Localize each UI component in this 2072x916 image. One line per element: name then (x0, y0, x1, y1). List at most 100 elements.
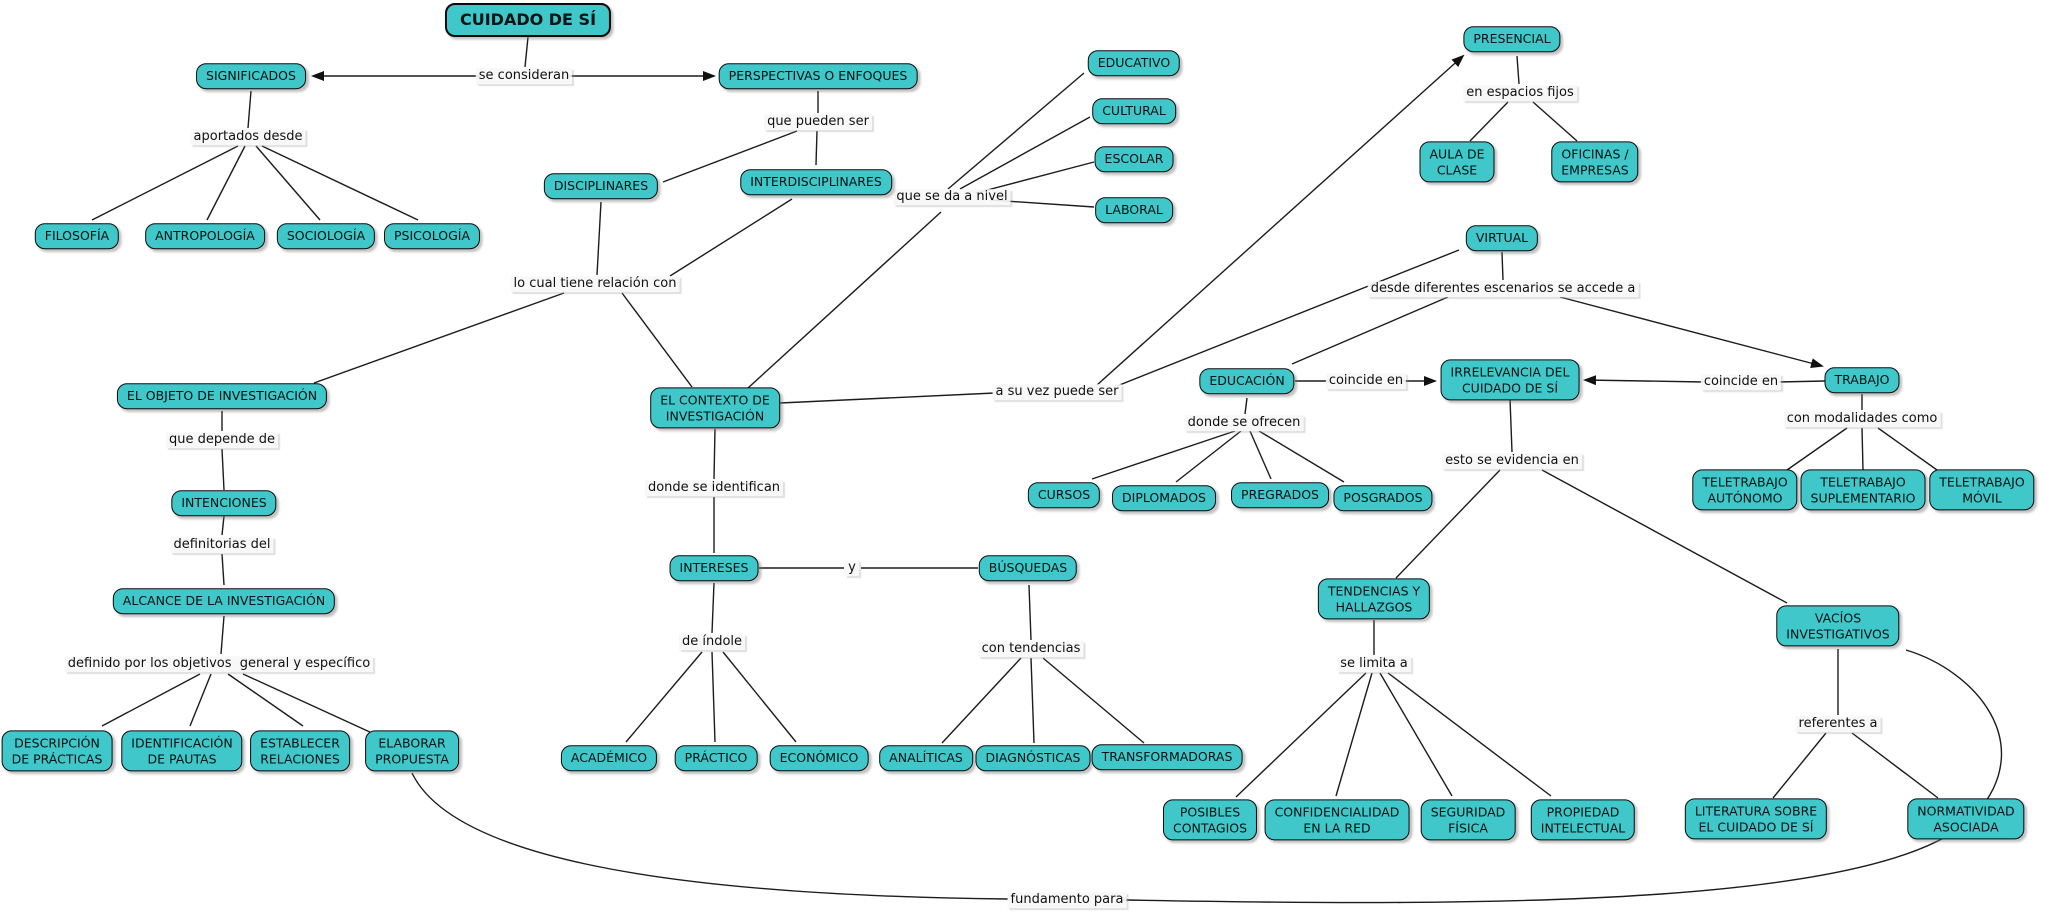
concept-node-educativo[interactable]: EDUCATIVO (1087, 50, 1181, 76)
concept-node-establecer-relaciones[interactable]: ESTABLECER RELACIONES (250, 730, 350, 772)
concept-node-cultural[interactable]: CULTURAL (1092, 98, 1176, 124)
concept-node-teletrabajo-movil[interactable]: TELETRABAJO MÓVIL (1929, 469, 2035, 511)
connector-line (1249, 430, 1272, 480)
concept-node-escolar[interactable]: ESCOLAR (1094, 146, 1174, 172)
connector-line (711, 651, 716, 743)
concept-node-elaborar-propuesta[interactable]: ELABORAR PROPUESTA (365, 730, 459, 772)
concept-node-sociologia[interactable]: SOCIOLOGÍA (276, 223, 376, 249)
connector-line (1175, 430, 1242, 483)
concept-node-trabajo[interactable]: TRABAJO (1824, 367, 1900, 393)
concept-node-economico[interactable]: ECONÓMICO (769, 745, 869, 771)
concept-node-academico[interactable]: ACADÉMICO (560, 745, 658, 771)
connector-line (313, 292, 565, 384)
concept-node-diplomados[interactable]: DIPLOMADOS (1112, 485, 1216, 511)
linking-phrase-con-tendencias[interactable]: con tendencias (978, 641, 1084, 657)
concept-node-perspectivas-o-enfoques[interactable]: PERSPECTIVAS O ENFOQUES (718, 63, 918, 89)
connector-line (1501, 251, 1504, 281)
connector-line (189, 673, 212, 727)
linking-phrase-referentes-a[interactable]: referentes a (1795, 716, 1881, 732)
connector-line (1379, 672, 1453, 797)
concept-node-alcance-de-la-investigacion[interactable]: ALCANCE DE LA INVESTIGACIÓN (112, 588, 336, 614)
concept-node-irrelevancia-del-cuidado-de-si[interactable]: IRRELEVANCIA DEL CUIDADO DE SÍ (1440, 359, 1580, 401)
concept-node-aula-de-clase[interactable]: AULA DE CLASE (1419, 141, 1495, 183)
linking-phrase-desde-diferentes-escenarios[interactable]: desde diferentes escenarios se accede a (1367, 281, 1639, 297)
linking-phrase-con-modalidades-como[interactable]: con modalidades como (1783, 411, 1941, 427)
linking-phrase-de-indole[interactable]: de índole (678, 634, 746, 650)
connector-line (1851, 732, 1939, 799)
concept-node-busquedas[interactable]: BÚSQUEDAS (978, 555, 1078, 581)
linking-phrase-que-pueden-ser[interactable]: que pueden ser (764, 114, 872, 130)
concept-node-teletrabajo-suplementario[interactable]: TELETRABAJO SUPLEMENTARIO (1800, 469, 1926, 511)
concept-node-posgrados[interactable]: POSGRADOS (1333, 485, 1433, 511)
concept-node-analiticas[interactable]: ANALÍTICAS (879, 745, 973, 771)
concept-node-diagnosticas[interactable]: DIAGNÓSTICAS (975, 745, 1091, 771)
concept-node-intenciones[interactable]: INTENCIONES (171, 490, 277, 516)
linking-phrase-en-espacios-fijos[interactable]: en espacios fijos (1463, 85, 1577, 101)
concept-node-laboral[interactable]: LABORAL (1095, 197, 1173, 223)
concept-node-identificacion-de-pautas[interactable]: IDENTIFICACIÓN DE PAUTAS (121, 730, 243, 772)
connector-line (747, 211, 942, 389)
linking-phrase-esto-se-evidencia-en[interactable]: esto se evidencia en (1442, 453, 1582, 469)
connector-curve (411, 772, 1009, 900)
concept-node-cuidado-de-si[interactable]: CUIDADO DE SÍ (444, 3, 612, 37)
connector-line (621, 292, 693, 388)
concept-node-pregrados[interactable]: PREGRADOS (1231, 482, 1329, 508)
concept-node-disciplinares[interactable]: DISCIPLINARES (543, 173, 659, 199)
connector-line (1777, 380, 1826, 383)
linking-phrase-donde-se-ofrecen[interactable]: donde se ofrecen (1184, 415, 1304, 431)
linking-phrase-donde-se-identifican[interactable]: donde se identifican (644, 480, 784, 496)
linking-phrase-se-consideran[interactable]: se consideran (475, 68, 573, 84)
linking-phrase-aportados-desde[interactable]: aportados desde (190, 129, 306, 145)
linking-phrase-lo-cual-tiene-relacion-con[interactable]: lo cual tiene relación con (510, 276, 680, 292)
concept-node-seguridad-fisica[interactable]: SEGURIDAD FÍSICA (1420, 799, 1516, 841)
connector-line (722, 651, 797, 743)
connector-line (1030, 657, 1035, 744)
connector-line (1028, 584, 1032, 641)
concept-node-antropologia[interactable]: ANTROPOLOGÍA (145, 223, 265, 249)
concept-node-educacion[interactable]: EDUCACIÓN (1199, 368, 1295, 394)
concept-node-propiedad-intelectual[interactable]: PROPIEDAD INTELECTUAL (1530, 799, 1636, 841)
connector-line (1786, 427, 1848, 471)
linking-phrase-y[interactable]: y (845, 560, 859, 576)
connector-line (625, 651, 703, 743)
linking-phrase-fundamento-para[interactable]: fundamento para (1007, 892, 1127, 908)
linking-phrase-definitorias-del[interactable]: definitorias del (170, 537, 274, 553)
concept-node-el-contexto-de-investigacion[interactable]: EL CONTEXTO DE INVESTIGACIÓN (650, 387, 780, 429)
connector-line (261, 145, 419, 221)
concept-node-literatura-sobre-el-cuidado-de-si[interactable]: LITERATURA SOBRE EL CUIDADO DE SÍ (1684, 798, 1828, 840)
linking-phrase-se-limita-a[interactable]: se limita a (1337, 656, 1411, 672)
concept-node-practico[interactable]: PRÁCTICO (674, 745, 758, 771)
connector-line (247, 90, 252, 129)
linking-phrase-a-su-vez-puede-ser[interactable]: a su vez puede ser (992, 384, 1122, 400)
concept-node-posibles-contagios[interactable]: POSIBLES CONTAGIOS (1162, 799, 1258, 841)
concept-node-vacios-investigativos[interactable]: VACÍOS INVESTIGATIVOS (1776, 605, 1900, 647)
linking-phrase-definido-por-los-objetivos[interactable]: definido por los objetivos general y esp… (64, 656, 374, 672)
concept-node-significados[interactable]: SIGNIFICADOS (196, 63, 306, 89)
connector-line (1258, 430, 1345, 483)
connector-line (596, 201, 602, 276)
concept-node-oficinas-empresas[interactable]: OFICINAS / EMPRESAS (1551, 141, 1639, 183)
concept-node-descripcion-de-practicas[interactable]: DESCRIPCIÓN DE PRÁCTICAS (1, 730, 113, 772)
connector-line (1235, 672, 1367, 798)
connector-line (713, 428, 716, 480)
concept-node-filosofia[interactable]: FILOSOFÍA (34, 223, 120, 249)
concept-node-transformadoras[interactable]: TRANSFORMADORAS (1091, 744, 1243, 770)
concept-node-normatividad-asociada[interactable]: NORMATIVIDAD ASOCIADA (1907, 798, 2025, 840)
linking-phrase-coincide-en-der[interactable]: coincide en (1700, 374, 1782, 390)
connector-line (1469, 101, 1509, 142)
linking-phrase-coincide-en-izq[interactable]: coincide en (1325, 373, 1407, 389)
concept-node-intereses[interactable]: INTERESES (669, 555, 759, 581)
linking-phrase-que-se-da-a-nivel[interactable]: que se da a nivel (893, 189, 1011, 205)
concept-node-confidencialidad-en-la-red[interactable]: CONFIDENCIALIDAD EN LA RED (1264, 799, 1410, 841)
concept-node-interdisciplinares[interactable]: INTERDISCIPLINARES (740, 169, 892, 195)
concept-node-tendencias-y-hallazgos[interactable]: TENDENCIAS Y HALLAZGOS (1317, 578, 1431, 620)
linking-phrase-que-depende-de[interactable]: que depende de (166, 432, 278, 448)
concept-node-teletrabajo-autonomo[interactable]: TELETRABAJO AUTÓNOMO (1692, 469, 1798, 511)
concept-node-presencial[interactable]: PRESENCIAL (1463, 26, 1561, 52)
concept-node-psicologia[interactable]: PSICOLOGÍA (383, 223, 481, 249)
concept-node-cursos[interactable]: CURSOS (1027, 482, 1101, 508)
concept-node-el-objeto-de-investigacion[interactable]: EL OBJETO DE INVESTIGACIÓN (116, 383, 328, 409)
connector-line (1291, 296, 1449, 365)
connector-line (1559, 296, 1824, 369)
concept-node-virtual[interactable]: VIRTUAL (1465, 225, 1539, 251)
